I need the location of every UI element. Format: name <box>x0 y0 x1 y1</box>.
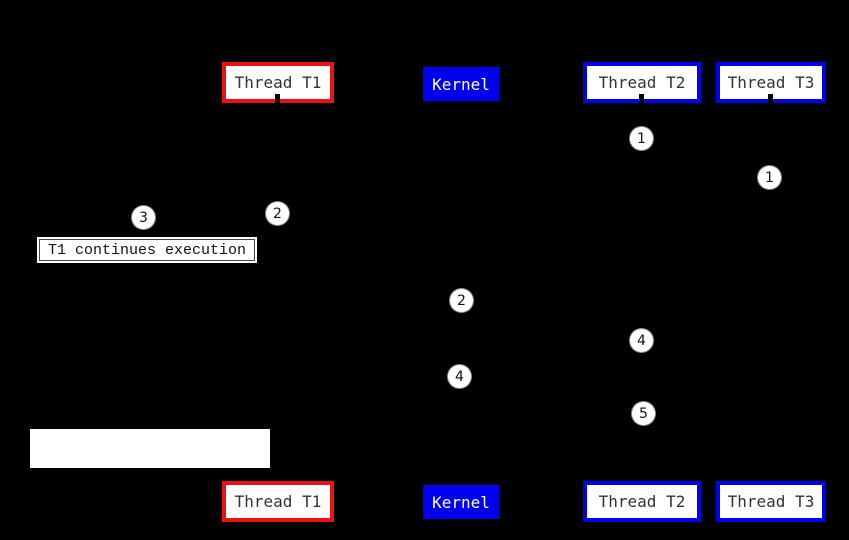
lifeline-tick <box>768 94 773 104</box>
box-kernel-bottom: Kernel <box>423 485 499 519</box>
box-kernel-bottom-label: Kernel <box>432 492 490 512</box>
step-marker-2: 2 <box>449 288 474 313</box>
step-marker-1: 1 <box>629 126 654 151</box>
box-thread-t1-bottom-label: Thread T1 <box>234 492 322 511</box>
box-thread-t3-bottom: Thread T3 <box>716 481 826 522</box>
step-marker-3: 3 <box>131 205 156 230</box>
step-marker-1: 1 <box>757 165 782 190</box>
box-kernel-top-label: Kernel <box>432 74 490 94</box>
box-thread-t2-bottom: Thread T2 <box>583 481 701 522</box>
box-thread-t2-top-label: Thread T2 <box>598 73 686 92</box>
annotation-t1-continues: T1 continues execution <box>37 237 257 263</box>
box-kernel-top: Kernel <box>423 67 499 101</box>
blank-label-box <box>30 429 270 468</box>
box-thread-t1-top-label: Thread T1 <box>234 73 322 92</box>
lifeline-tick <box>639 94 644 104</box>
lifeline-tick <box>275 94 280 104</box>
box-thread-t1-bottom: Thread T1 <box>222 481 334 522</box>
box-thread-t3-bottom-label: Thread T3 <box>727 492 815 511</box>
step-marker-4: 4 <box>629 328 654 353</box>
step-marker-5: 5 <box>631 401 656 426</box>
box-thread-t3-top-label: Thread T3 <box>727 73 815 92</box>
box-thread-t2-bottom-label: Thread T2 <box>598 492 686 511</box>
step-marker-4: 4 <box>447 364 472 389</box>
step-marker-2: 2 <box>265 201 290 226</box>
annotation-t1-continues-text: T1 continues execution <box>47 241 247 259</box>
